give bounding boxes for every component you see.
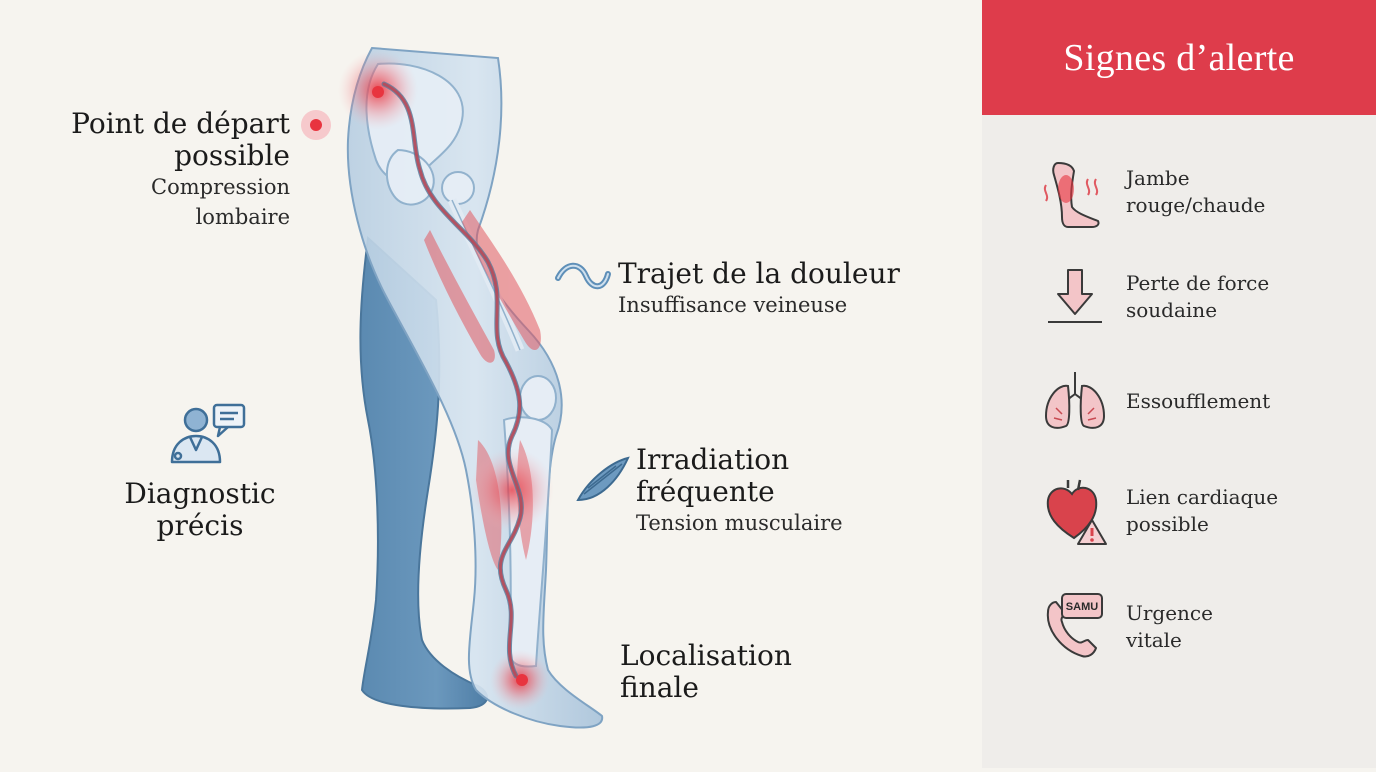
muscle-icon <box>576 456 630 502</box>
heart-warning-icon <box>1046 479 1107 545</box>
final-title-1: Localisation <box>620 639 792 672</box>
warning-item-line1: Urgence <box>1126 601 1213 625</box>
radiation-title-2: fréquente <box>636 475 775 508</box>
phone-samu-icon: SAMU <box>1046 593 1103 658</box>
final-title-2: finale <box>620 671 699 704</box>
glow-calf <box>470 448 554 532</box>
radiation-title-1: Irradiation <box>636 443 790 476</box>
radiation-sub: Tension musculaire <box>636 511 843 535</box>
warning-panel-title: Signes d’alerte <box>1063 36 1295 79</box>
warning-item: Perte de force soudaine <box>1038 260 1326 334</box>
start-marker-icon <box>301 110 331 140</box>
diagnostic-title-2: précis <box>156 509 244 542</box>
warning-panel-header: Signes d’alerte <box>982 0 1376 115</box>
weakness-arrow-icon <box>1048 269 1102 323</box>
thigh-muscles <box>424 210 541 363</box>
hot-leg-icon <box>1043 161 1100 228</box>
lungs-icon <box>1044 372 1106 429</box>
warning-item: Lien cardiaque possible <box>1038 474 1326 548</box>
start-title-1: Point de départ <box>71 107 290 140</box>
warning-item-line1: Essoufflement <box>1126 388 1271 413</box>
label-radiation: Irradiation fréquente Tension musculaire <box>636 444 843 538</box>
rear-leg <box>359 235 488 710</box>
leg-illustration <box>170 46 630 729</box>
label-start: Point de départ possible Compression lom… <box>40 108 290 232</box>
warning-item-line1: Jambe <box>1126 166 1190 190</box>
warning-item-line1: Perte de force <box>1126 271 1270 295</box>
path-title: Trajet de la douleur <box>618 257 900 290</box>
label-diagnostic: Diagnostic précis <box>100 478 300 542</box>
start-sub-2: lombaire <box>195 205 290 229</box>
diagnostic-title-1: Diagnostic <box>124 477 276 510</box>
warning-item: Essoufflement <box>1038 364 1326 438</box>
path-sub: Insuffisance veineuse <box>618 293 848 317</box>
label-path: Trajet de la douleur Insuffisance veineu… <box>618 258 900 320</box>
samu-badge: SAMU <box>1066 601 1098 613</box>
start-sub-1: Compression <box>151 175 290 199</box>
doctor-icon <box>170 403 246 464</box>
start-title-2: possible <box>174 139 290 172</box>
warning-item-line2: soudaine <box>1126 298 1218 322</box>
label-final: Localisation finale <box>620 640 792 704</box>
warning-item-line2: rouge/chaude <box>1126 193 1266 217</box>
pain-path-red <box>382 82 523 678</box>
warning-item: SAMU Urgence vitale <box>1038 590 1326 664</box>
warning-item-line1: Lien cardiaque <box>1126 485 1279 509</box>
warning-panel: Signes d’alerte Jambe rouge/chaude Perte… <box>982 0 1376 768</box>
leg-diagram: Point de départ possible Compression lom… <box>40 46 900 729</box>
warning-item-line2: possible <box>1126 512 1209 536</box>
warning-item-line2: vitale <box>1126 628 1182 652</box>
warning-item: Jambe rouge/chaude <box>1038 155 1326 229</box>
